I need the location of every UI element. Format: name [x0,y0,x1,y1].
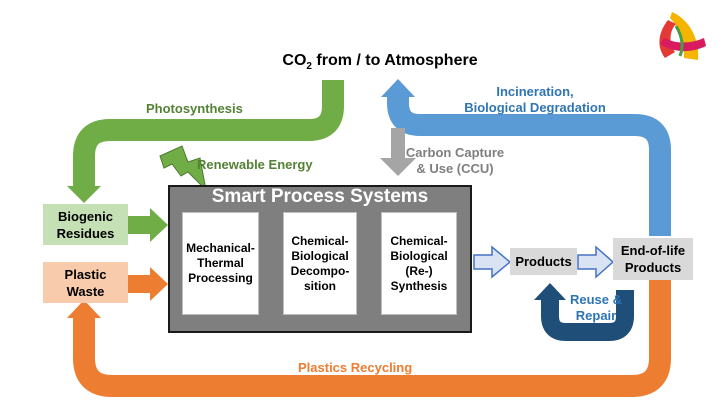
plastic-waste-box: Plastic Waste [43,262,128,303]
products-output-arrow [473,245,512,279]
reuse-repair-arrow [541,290,634,341]
eol-output-arrow [577,245,615,279]
renewable-energy-label: Renewable Energy [197,157,313,172]
smart-process-systems-title: Smart Process Systems [211,186,429,207]
biogenic-input-arrow [128,208,168,242]
photosynthesis-label: Photosynthesis [146,101,243,116]
ccu-arrow-shaft [391,128,405,158]
ccu-arrowhead [380,158,416,176]
products-box: Products [510,248,577,275]
plastic-input-arrow [128,267,168,301]
plastics-recycling-label: Plastics Recycling [298,360,413,375]
photosynthesis-arrow [73,80,344,186]
ccu-label: Carbon Capture & Use (CCU) [405,145,505,176]
logo-icon [659,12,706,60]
incineration-arrow [387,96,671,236]
lightning-icon [159,145,207,192]
process-step-mechanical-thermal: Mechanical- Thermal Processing [182,212,259,315]
process-step-chemical-biological-synthesis: Chemical- Biological (Re-) Synthesis [381,212,457,315]
diagram-title: CO2 from / to Atmosphere [282,52,478,73]
reuse-repair-arrowhead [534,283,566,300]
plastics-recycling-arrow [73,280,671,397]
end-of-life-products-box: End-of-life Products [613,238,693,280]
incineration-label: Incineration, Biological Degradation [464,84,606,115]
photosynthesis-arrowhead [67,186,101,203]
incineration-arrowhead [381,79,415,97]
process-step-chemical-biological-decomposition: Chemical- Biological Decompo- sition [283,212,357,315]
plastics-recycling-arrowhead [67,300,101,318]
biogenic-residues-box: Biogenic Residues [43,204,128,245]
reuse-repair-label: Reuse & Repair [569,292,623,323]
